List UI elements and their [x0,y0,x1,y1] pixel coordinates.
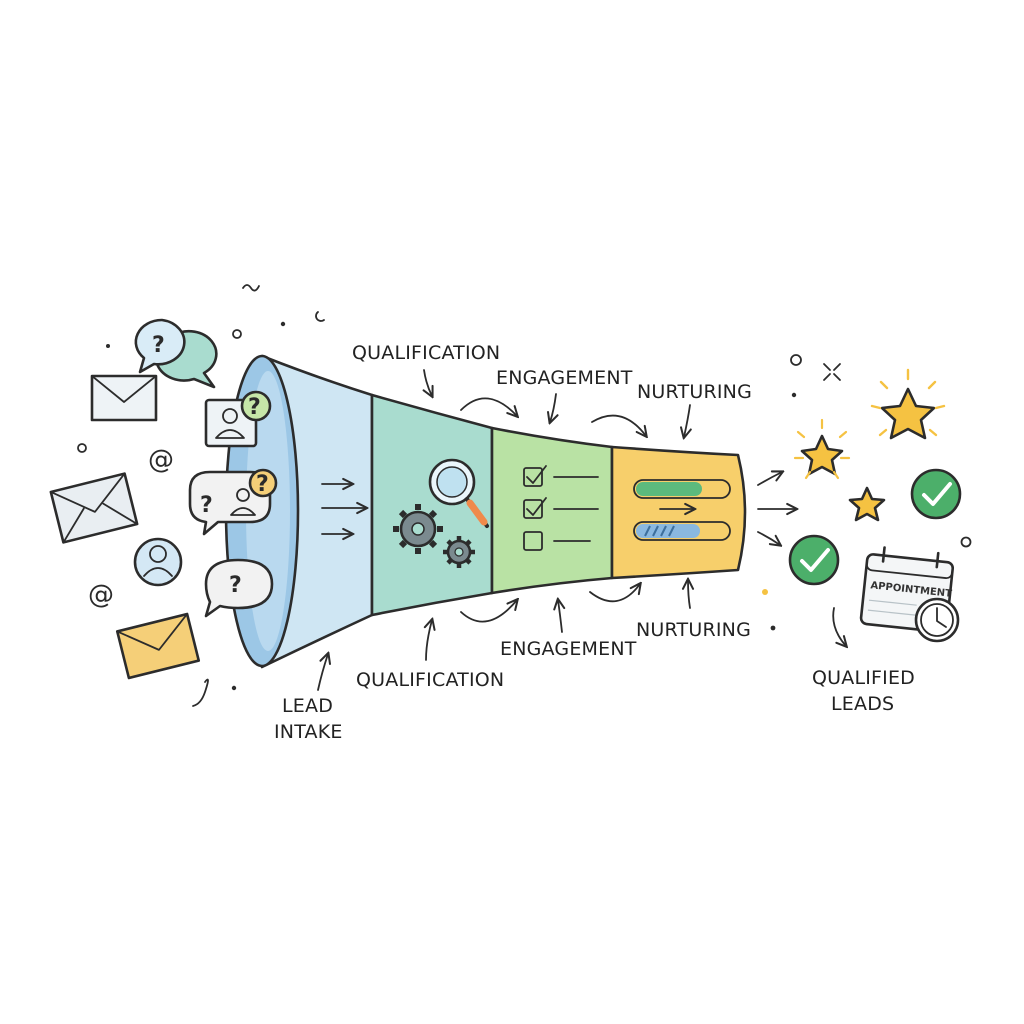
label-nurturing-bottom: NURTURING [636,619,751,641]
decorative-dots [77,284,325,707]
envelope-icon [115,612,201,680]
label-qualified-leads-line2: LEADS [831,693,894,715]
checklist-icon [523,465,599,551]
label-qualified-leads-line1: QUALIFIED [812,667,915,689]
funnel-segment-nurturing [610,445,747,580]
question-mark: ? [152,333,165,358]
question-mark: ? [200,493,213,518]
speech-bubble-icon: ? ? [188,468,278,536]
star-icon [870,368,946,440]
at-icon: @ [88,580,114,610]
user-profile-icon: ? [204,390,272,448]
progress-bar-icon [633,479,731,541]
label-lead-intake-line1: LEAD [282,695,333,717]
gear-icon [443,536,475,568]
at-icon: @ [148,445,174,475]
intake-arrows [321,484,366,534]
label-qualification-top: QUALIFICATION [352,342,500,364]
at-symbol: @ [148,445,174,475]
star-icon [793,418,851,480]
decorative-dots [762,354,972,631]
label-engagement-bottom: ENGAGEMENT [500,638,637,660]
star-icon [848,486,886,522]
question-mark: ? [248,395,261,420]
gear-icon [393,504,443,554]
label-lead-intake-line2: INTAKE [274,721,343,743]
label-qualification-bottom: QUALIFICATION [356,669,504,691]
funnel-segment-engagement [490,426,614,595]
label-arrows [317,369,846,691]
at-symbol: @ [88,580,114,610]
envelope-icon [90,374,158,422]
check-circle-icon [910,468,962,520]
user-profile-icon [133,537,183,587]
clock-icon [914,597,960,643]
question-mark: ? [256,472,269,497]
question-mark: ? [229,573,242,598]
output-arrows [757,472,796,545]
speech-bubble-icon: ? [134,318,218,389]
label-nurturing-top: NURTURING [637,381,752,403]
magnifier-icon [428,458,489,528]
speech-bubble-icon: ? [204,558,274,618]
check-circle-icon [788,534,840,586]
label-engagement-top: ENGAGEMENT [496,367,633,389]
envelope-icon [49,472,139,544]
